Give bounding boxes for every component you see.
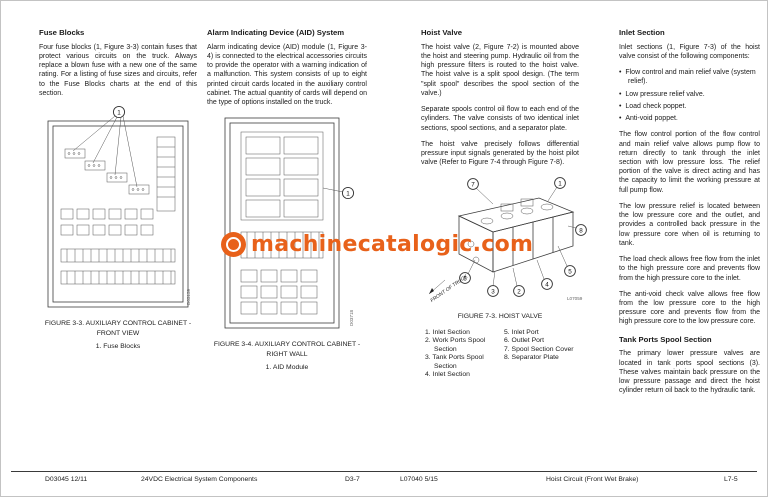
watermark-logo-icon	[221, 232, 246, 257]
inlet-p1: The flow control portion of the flow con…	[619, 131, 760, 194]
inlet-section-heading: Inlet Section	[619, 28, 665, 37]
figure-7-3-caption: FIGURE 7-3. HOIST VALVE	[457, 313, 543, 321]
footer-left-title: 24VDC Electrical System Components	[141, 476, 258, 483]
figure-3-4-code: D03718	[349, 310, 354, 327]
valve-callouts: 7 1 8 5 4 2 3 6	[459, 177, 587, 298]
figure-3-3-caption: FIGURE 3-3. AUXILIARY CONTROL CABINET - …	[44, 320, 192, 337]
bullet-item: Load check poppet.	[619, 102, 760, 111]
column-hoist-valve: Hoist Valve The hoist valve (2, Figure 7…	[421, 28, 587, 380]
legend-item: 6. Outlet Port	[504, 337, 545, 345]
figure-3-3-code: D03139	[186, 288, 191, 305]
inlet-p2: The low pressure relief is located betwe…	[619, 202, 760, 247]
tank-ports-heading: Tank Ports Spool Section	[619, 334, 712, 344]
footer-right-code: L07040 5/15	[400, 476, 438, 483]
figure-3-4-caption: FIGURE 3-4. AUXILIARY CONTROL CABINET - …	[213, 341, 361, 358]
fuse-blocks-paragraph: Four fuse blocks (1, Figure 3-3) contain…	[39, 43, 197, 97]
inlet-p4: The anti-void check valve allows free fl…	[619, 290, 760, 326]
svg-text:2: 2	[517, 289, 521, 296]
figure-3-4: 1 D03718 FIGURE 3-4. AUXILIARY CONTRO	[207, 114, 367, 371]
watermark-text: machinecatalogic.com	[251, 232, 534, 257]
bullet-item: Flow control and main relief valve (syst…	[619, 68, 760, 86]
svg-text:1: 1	[346, 191, 350, 198]
cabinet-right-wall-drawing: 1 D03718	[224, 117, 355, 329]
figure-7-3-legend: 1. Inlet Section 2. Work Ports Spool Sec…	[421, 329, 579, 380]
footer-left-page: D3-7	[345, 476, 360, 483]
figure-7-3-code: L07059	[567, 296, 583, 301]
svg-text:8: 8	[579, 228, 583, 235]
svg-text:1: 1	[558, 181, 562, 188]
legend-item: 3. Tank Ports Spool Section	[425, 354, 484, 370]
legend-item: 2. Work Ports Spool Section	[425, 337, 486, 353]
inlet-intro: Inlet sections (1, Figure 7-3) of the ho…	[619, 43, 760, 60]
inlet-bullet-list: Flow control and main relief valve (syst…	[619, 68, 760, 123]
legend-item: 4. Inlet Section	[425, 371, 470, 379]
hoist-valve-drawing: 7 1 8 5 4 2 3 6 FRONT OF TRUCK L07059	[428, 177, 587, 304]
hoist-valve-p3: The hoist valve precisely follows differ…	[421, 140, 579, 167]
column-aid-system: Alarm Indicating Device (AID) System Ala…	[207, 28, 367, 371]
tank-ports-paragraph: The primary lower pressure valves are lo…	[619, 350, 760, 395]
legend-item: 5. Inlet Port	[504, 328, 539, 336]
hoist-valve-p2: Separate spools control oil flow to each…	[421, 106, 579, 132]
fuse-blocks-heading: Fuse Blocks	[39, 28, 85, 37]
legend-item: 8. Separator Plate	[504, 354, 559, 362]
aid-heading: Alarm Indicating Device (AID) System	[207, 28, 345, 37]
bullet-item: Anti-void poppet.	[619, 114, 760, 123]
svg-text:7: 7	[471, 182, 475, 189]
cabinet-front-drawing: 1	[47, 105, 191, 308]
watermark: machinecatalogic.com	[221, 232, 533, 257]
figure-3-4-legend: 1. AID Module	[265, 364, 309, 372]
footer-divider	[11, 471, 757, 472]
figure-3-3-legend: 1. Fuse Blocks	[95, 343, 141, 351]
front-of-truck-annotation: FRONT OF TRUCK	[428, 274, 470, 304]
footer-right-title: Hoist Circuit (Front Wet Brake)	[546, 476, 639, 483]
legend-item: 7. Spool Section Cover	[504, 345, 574, 353]
inlet-p3: The load check allows free flow from the…	[619, 256, 760, 282]
footer-left-code: D03045 12/11	[45, 476, 88, 483]
bullet-item: Low pressure relief valve.	[619, 90, 760, 99]
figure-3-3: 1	[39, 105, 197, 350]
svg-text:6: 6	[463, 276, 467, 283]
aid-paragraph: Alarm indicating device (AID) module (1,…	[207, 43, 367, 107]
hoist-valve-heading: Hoist Valve	[421, 28, 463, 37]
column-fuse-blocks: Fuse Blocks Four fuse blocks (1, Figure …	[39, 28, 197, 350]
footer-right-page: L7-5	[724, 476, 738, 483]
svg-text:4: 4	[545, 282, 549, 289]
svg-text:3: 3	[491, 289, 495, 296]
column-inlet-section: Inlet Section Inlet sections (1, Figure …	[619, 28, 760, 403]
svg-text:1: 1	[117, 109, 121, 116]
svg-text:5: 5	[568, 269, 572, 276]
figure-7-3: 7 1 8 5 4 2 3 6 FRONT OF TRUCK L07059 FI…	[421, 174, 587, 380]
legend-item: 1. Inlet Section	[425, 328, 470, 336]
hoist-valve-p1: The hoist valve (2, Figure 7-2) is mount…	[421, 43, 579, 97]
